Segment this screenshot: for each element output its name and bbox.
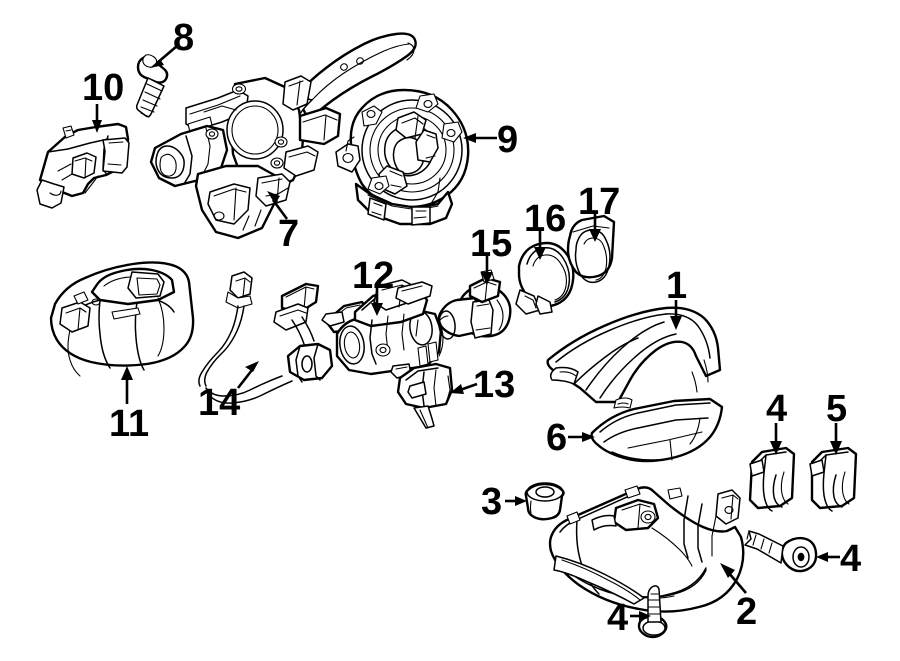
callout-5: 4	[766, 388, 787, 455]
callout-17-number: 16	[524, 198, 566, 240]
callout-1: 1	[666, 265, 687, 330]
callout-14: 13	[450, 364, 515, 406]
part-5-retainer-clip-left	[748, 446, 796, 512]
part-6-retainer-clip-right	[809, 446, 858, 512]
part-4-screw-right	[744, 530, 818, 573]
callout-18-number: 17	[578, 181, 620, 223]
callout-7-number: 6	[546, 417, 567, 459]
part-16-ignition-lock-cylinder	[437, 269, 512, 340]
part-10-clockspring	[335, 88, 470, 226]
part-8-combination-switch-assembly	[149, 32, 417, 240]
callout-4-bottom: 4	[607, 597, 651, 639]
callout-9-number: 8	[173, 17, 194, 59]
part-17-lock-retaining-ring	[515, 241, 575, 315]
callout-6-number: 5	[826, 388, 847, 430]
part-1-upper-shroud	[546, 306, 722, 409]
part-3-grommet	[524, 482, 565, 521]
callout-15: 14	[198, 361, 259, 424]
part-11-switch-mounting-bracket	[36, 122, 130, 209]
part-12-column-shroud-cover	[49, 261, 195, 377]
part-13-ignition-lock-housing	[321, 279, 444, 379]
part-2-lower-shroud	[548, 485, 745, 613]
part-15-wiring-harness-jumper	[198, 271, 334, 404]
callout-11-number: 10	[82, 67, 124, 109]
part-9-mounting-screw	[135, 54, 169, 118]
callout-5-number: 4	[766, 388, 787, 430]
callout-2-number: 2	[736, 591, 757, 633]
part-18-lock-cylinder-bezel	[566, 214, 616, 284]
callout-13: 12	[352, 255, 394, 316]
callout-4-right: 4	[816, 538, 861, 580]
callout-10: 9	[463, 119, 518, 161]
callout-11: 10	[82, 67, 124, 133]
callout-16: 15	[470, 223, 512, 285]
callout-8-number: 7	[278, 213, 299, 255]
callout-9: 8	[150, 17, 194, 68]
callout-3-number: 3	[481, 481, 502, 523]
callout-2: 2	[720, 563, 757, 633]
callout-18: 17	[578, 181, 620, 242]
callout-14-number: 13	[473, 364, 515, 406]
callout-4-bottom-number: 4	[607, 597, 628, 639]
part-14-ignition-switch	[396, 362, 454, 429]
callout-4-right-number: 4	[840, 538, 861, 580]
callout-15-number: 14	[198, 382, 240, 424]
callout-3: 3	[481, 481, 527, 523]
callout-12-number: 11	[109, 403, 149, 445]
part-7-tilt-lever-cover	[590, 397, 724, 463]
callout-10-number: 9	[497, 119, 518, 161]
part-4-screw-bottom	[637, 585, 668, 639]
callout-6: 5	[826, 388, 847, 455]
callout-16-number: 15	[470, 223, 512, 265]
callout-1-number: 1	[666, 265, 687, 307]
callout-13-number: 12	[352, 255, 394, 297]
callout-12: 11	[109, 366, 149, 445]
callout-8: 7	[267, 191, 299, 255]
callout-7: 6	[546, 417, 595, 459]
callout-17: 16	[524, 198, 566, 260]
